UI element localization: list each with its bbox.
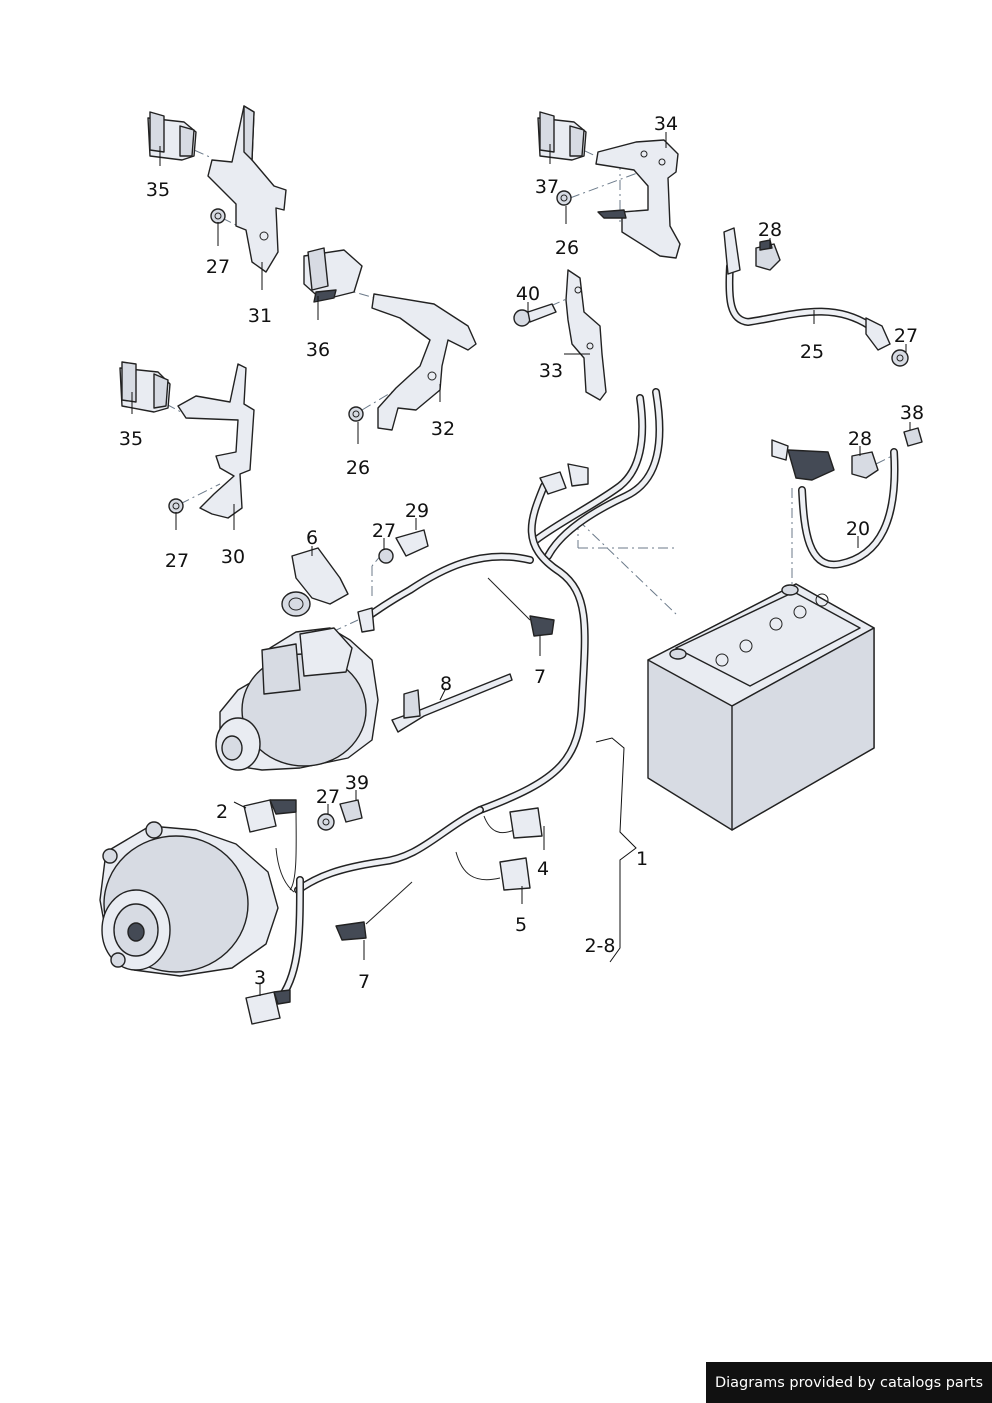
bracket-30	[177, 363, 255, 519]
callout-31: 31	[248, 305, 272, 327]
cap-28-right	[851, 451, 879, 479]
part-6	[281, 547, 349, 617]
main-harness	[275, 805, 515, 1000]
bracket-34	[595, 139, 681, 259]
callout-32: 32	[431, 418, 455, 440]
tie-7-lower	[335, 881, 413, 941]
clip-35-top	[147, 111, 197, 161]
bracket-31	[207, 105, 287, 273]
callout-26-right: 26	[555, 237, 579, 259]
callout-39: 39	[345, 772, 369, 794]
battery-cables	[476, 388, 664, 814]
callout-7-upper: 7	[534, 666, 546, 688]
starter-motor	[215, 627, 379, 771]
callout-8: 8	[440, 673, 452, 695]
connector-3	[245, 989, 291, 1025]
callout-28-right: 28	[848, 428, 872, 450]
clip-38	[903, 427, 923, 447]
cap-28-top	[755, 239, 781, 271]
callout-33: 33	[539, 360, 563, 382]
bracket-33	[565, 269, 607, 401]
callouts: 35 27 31 36 35 30 27 32 26 34 37 26 40 3…	[119, 113, 924, 993]
nut-27-top	[210, 208, 226, 224]
tie-8	[391, 673, 513, 733]
alternator	[99, 821, 279, 977]
connector-5	[499, 857, 531, 891]
callout-26-mid: 26	[346, 457, 370, 479]
nut-27-lower	[168, 498, 184, 514]
nut-27-alt	[317, 813, 335, 831]
callout-5: 5	[515, 914, 527, 936]
callout-27-top: 27	[206, 256, 230, 278]
credit-banner: Diagrams provided by catalogs parts	[706, 1362, 992, 1403]
cable-20	[771, 439, 899, 569]
callout-27-lower: 27	[165, 550, 189, 572]
nut-27-starter	[378, 548, 394, 564]
callout-38: 38	[900, 402, 924, 424]
callout-29: 29	[405, 500, 429, 522]
callout-7-lower: 7	[358, 971, 370, 993]
battery	[647, 583, 875, 831]
callout-35-top: 35	[146, 179, 170, 201]
callout-36: 36	[306, 339, 330, 361]
callout-1: 1	[636, 848, 648, 870]
callout-27-alt: 27	[316, 786, 340, 808]
callout-2-8: 2-8	[584, 935, 615, 957]
callout-37: 37	[535, 176, 559, 198]
range-bracket	[595, 737, 637, 963]
bracket-32	[371, 293, 477, 431]
nut-26-mid	[348, 406, 364, 422]
clip-36	[303, 247, 363, 303]
credit-text: Diagrams provided by catalogs parts	[714, 1374, 984, 1391]
cable-25	[723, 227, 891, 351]
callout-2: 2	[216, 801, 228, 823]
clip-35-right	[537, 111, 587, 161]
callout-27-right: 27	[894, 325, 918, 347]
callout-3: 3	[254, 967, 266, 989]
callout-25: 25	[800, 341, 824, 363]
bolt-29	[395, 529, 429, 557]
callout-6: 6	[306, 527, 318, 549]
connector-2	[243, 799, 297, 833]
bolt-40	[513, 303, 557, 327]
tie-7-upper	[487, 577, 555, 637]
nut-27-right	[891, 349, 909, 367]
callout-34: 34	[654, 113, 678, 135]
callout-28-top: 28	[758, 219, 782, 241]
callout-35-lower: 35	[119, 428, 143, 450]
callout-27-starter: 27	[372, 520, 396, 542]
callout-4: 4	[537, 858, 549, 880]
callout-30: 30	[221, 546, 245, 568]
callout-40: 40	[516, 283, 540, 305]
clip-35-lower	[119, 361, 171, 413]
callout-20: 20	[846, 518, 870, 540]
connector-4	[509, 807, 543, 839]
cap-39	[339, 799, 363, 823]
nut-37	[556, 190, 572, 206]
leader-lines	[131, 132, 911, 996]
starter-cable	[357, 552, 534, 633]
